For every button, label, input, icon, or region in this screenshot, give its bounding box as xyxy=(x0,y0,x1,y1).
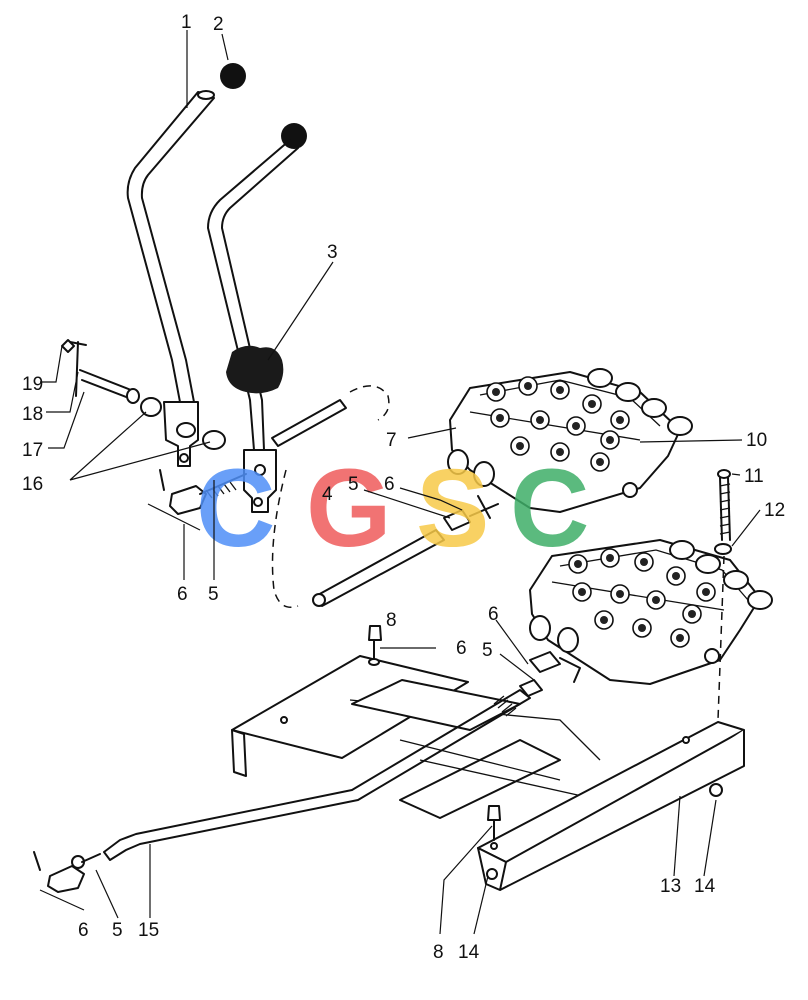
control-rod-upper xyxy=(271,385,499,608)
callout-2: 2 xyxy=(213,14,224,35)
callout-14-lower: 14 xyxy=(458,942,480,963)
callout-4: 4 xyxy=(322,484,333,505)
valve-mounting-frame xyxy=(231,655,745,891)
control-lever-left xyxy=(126,90,215,467)
callout-12: 12 xyxy=(764,500,785,521)
watermark-letter-s: S xyxy=(416,447,489,570)
watermark-letter-g: G xyxy=(306,447,392,570)
watermark-letter-c2: C xyxy=(510,447,589,570)
callout-11: 11 xyxy=(744,466,764,487)
callout-7: 7 xyxy=(386,430,397,451)
callout-6-upper-left: 6 xyxy=(177,584,188,605)
pivot-bushing-set xyxy=(61,339,226,450)
frame-bolts xyxy=(368,625,723,880)
callout-19: 19 xyxy=(22,374,43,395)
callout-13: 13 xyxy=(660,876,681,897)
clevis-assembly-upper-left xyxy=(147,469,247,531)
callout-16: 16 xyxy=(22,474,43,495)
valve-port-grid-lower xyxy=(568,548,716,648)
control-valve-upper xyxy=(447,368,693,513)
callout-1: 1 xyxy=(181,12,192,33)
control-rod-lower xyxy=(103,679,543,861)
lever-knob xyxy=(220,63,307,149)
mounting-bolt xyxy=(714,469,732,721)
callout-6-upper-mid: 6 xyxy=(384,474,395,495)
callout-10: 10 xyxy=(746,430,767,451)
clevis-assembly-lower-left xyxy=(33,851,101,911)
callout-3: 3 xyxy=(327,242,338,263)
callout-8-upper: 8 xyxy=(386,610,397,631)
watermark-letter-c1: C xyxy=(196,447,275,570)
valve-port-grid-upper xyxy=(486,376,630,472)
callout-5-upper-mid: 5 xyxy=(348,474,359,495)
callout-6-lower-left: 6 xyxy=(78,920,89,941)
control-valve-lower xyxy=(529,539,773,685)
callout-8-lower: 8 xyxy=(433,942,444,963)
callout-6-mid: 6 xyxy=(488,604,499,625)
callout-6-frame: 6 xyxy=(456,638,467,659)
callout-17: 17 xyxy=(22,440,43,461)
callout-5-lower-left: 5 xyxy=(112,920,123,941)
callout-5-mid: 5 xyxy=(482,640,493,661)
callout-5-upper-left: 5 xyxy=(208,584,219,605)
watermark-cgsc: C G S C xyxy=(196,447,589,570)
callout-18: 18 xyxy=(22,404,43,425)
callout-15: 15 xyxy=(138,920,159,941)
callout-labels: 1 2 3 19 18 17 16 6 5 4 5 6 7 10 11 12 6… xyxy=(22,12,785,963)
leader-lines xyxy=(40,30,761,935)
callout-14-right: 14 xyxy=(694,876,716,897)
